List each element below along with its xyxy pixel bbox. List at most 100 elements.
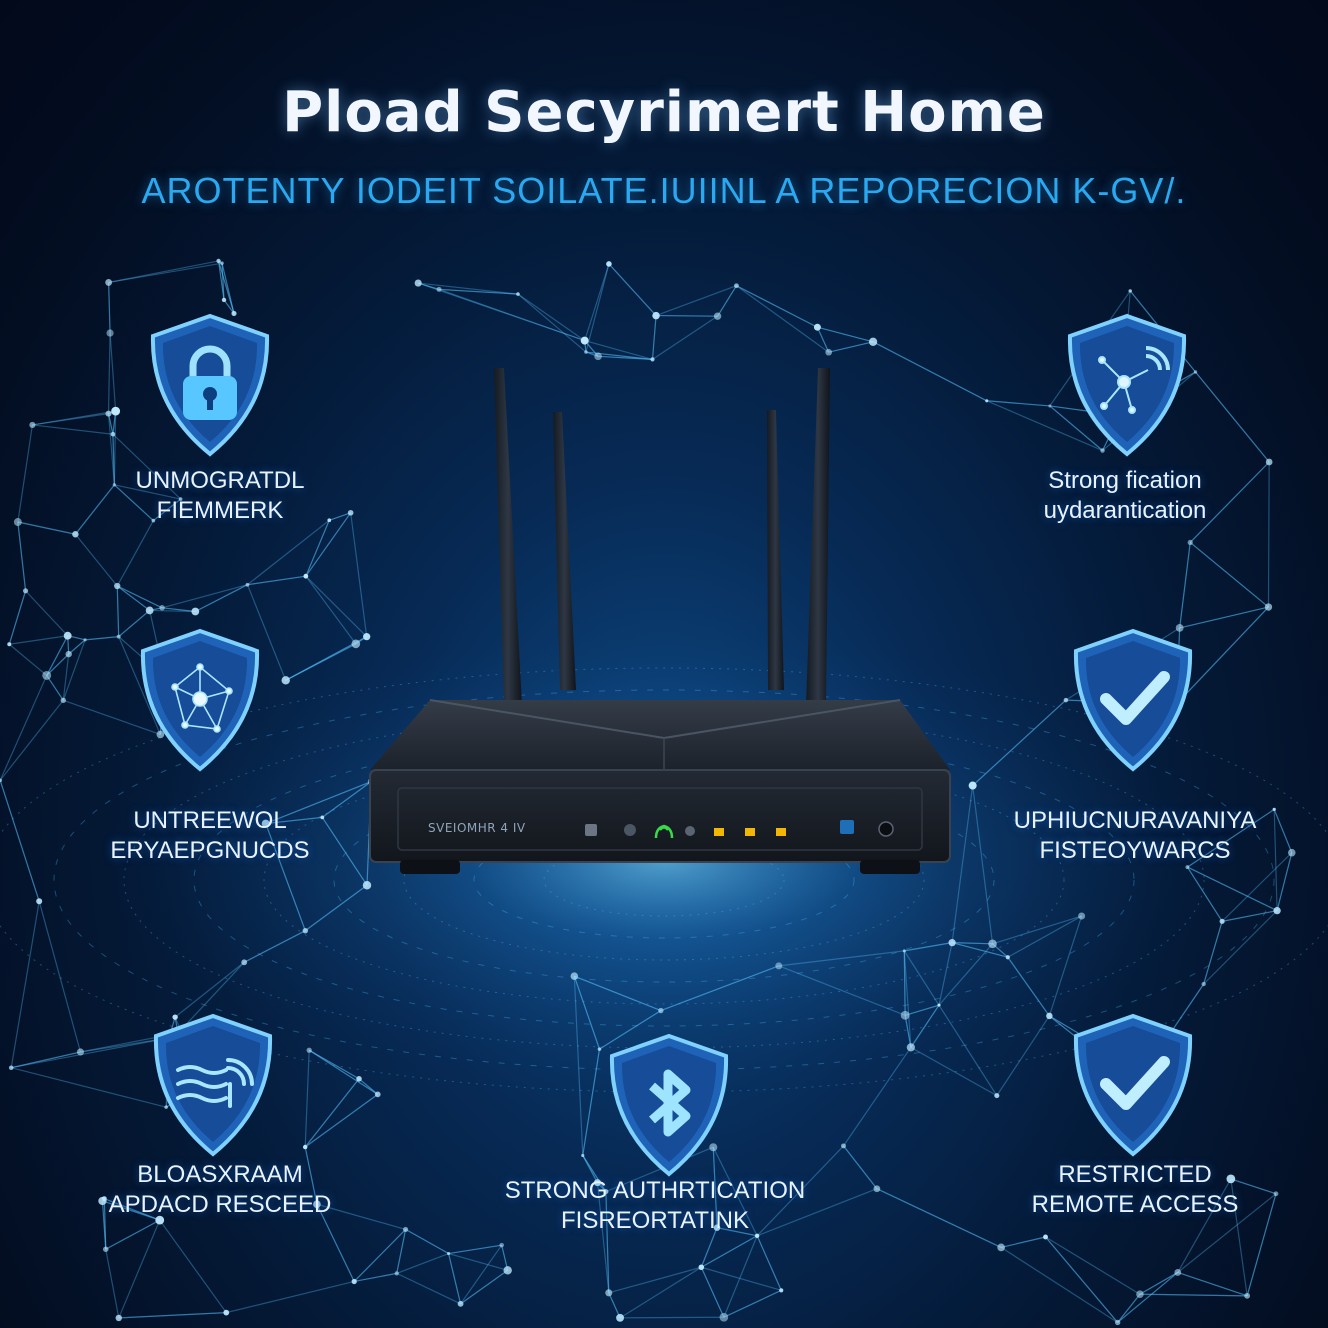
network-link	[904, 1004, 940, 1016]
network-link	[1189, 541, 1269, 608]
network-link	[992, 915, 1082, 945]
network-link	[226, 1280, 355, 1314]
network-node	[868, 337, 878, 346]
network-link	[11, 1051, 81, 1069]
feature-label-updates: UPHIUCNURAVANIYA FISTEOYWARCS	[1013, 807, 1257, 864]
network-link	[118, 636, 161, 735]
network-link	[1045, 1236, 1141, 1295]
network-link	[1139, 1293, 1248, 1297]
network-node	[13, 518, 22, 527]
network-link	[329, 512, 351, 521]
network-node	[606, 261, 612, 267]
network-node	[347, 509, 354, 516]
network-node	[1201, 981, 1206, 987]
network-node	[1185, 865, 1190, 870]
network-link	[736, 285, 818, 328]
network-node	[1272, 807, 1276, 812]
network-link	[32, 424, 114, 435]
network-link	[584, 340, 653, 360]
network-link	[582, 1155, 599, 1183]
network-link	[816, 326, 830, 353]
network-link	[700, 1266, 725, 1318]
network-link	[1222, 910, 1278, 922]
network-node	[23, 588, 29, 594]
network-link	[17, 424, 33, 523]
network-node	[775, 962, 783, 970]
network-link	[448, 1244, 502, 1255]
network-link	[321, 781, 372, 818]
router-top	[370, 700, 950, 770]
network-node	[1063, 697, 1069, 703]
network-link	[113, 484, 154, 522]
network-link	[396, 1272, 461, 1305]
router	[369, 368, 951, 874]
antenna-right-outer	[806, 368, 830, 705]
network-node	[241, 959, 248, 966]
feature-label-strong-auth: STRONG AUTHRTICATION FISREORTATINK	[504, 1177, 806, 1234]
network-link	[996, 1015, 1050, 1096]
network-node	[1046, 1012, 1053, 1020]
network-link	[0, 675, 48, 781]
network-node	[997, 1243, 1005, 1252]
network-link	[405, 1228, 449, 1255]
network-link	[118, 609, 151, 638]
network-link	[305, 512, 352, 577]
network-link	[1187, 808, 1275, 868]
network-link	[447, 1253, 462, 1304]
network-link	[460, 1269, 509, 1305]
network-link	[828, 341, 874, 353]
network-link	[448, 1252, 508, 1271]
network-node	[988, 939, 997, 949]
network-link	[1186, 866, 1223, 922]
network-link	[221, 263, 235, 314]
network-node	[902, 949, 906, 953]
network-link	[74, 533, 118, 587]
network-link	[716, 1227, 758, 1237]
network-link	[620, 1316, 724, 1319]
network-link	[107, 413, 114, 435]
network-link	[605, 1191, 610, 1293]
network-link	[938, 1004, 998, 1096]
network-link	[701, 1235, 758, 1268]
network-link	[243, 930, 306, 963]
network-node	[191, 607, 200, 616]
network-link	[1203, 921, 1223, 985]
network-node	[594, 352, 602, 361]
network-link	[608, 263, 657, 316]
network-link	[1177, 1271, 1248, 1297]
network-link	[104, 1198, 160, 1221]
network-link	[1230, 1178, 1277, 1195]
network-link	[951, 942, 1008, 958]
power-button[interactable]	[878, 821, 894, 837]
network-link	[717, 285, 737, 317]
network-node	[603, 1189, 609, 1195]
network-link	[660, 965, 780, 1012]
network-link	[265, 780, 372, 825]
network-node	[155, 1215, 165, 1225]
network-link	[108, 260, 219, 284]
network-link	[582, 1155, 607, 1192]
network-link	[113, 484, 154, 522]
network-link	[1171, 983, 1205, 1032]
network-link	[904, 942, 953, 952]
network-link	[108, 282, 111, 334]
network-link	[700, 1227, 718, 1268]
network-link	[9, 635, 68, 645]
network-node	[178, 497, 183, 501]
network-link	[1177, 1178, 1232, 1273]
network-link	[159, 1219, 227, 1313]
network-node	[36, 898, 43, 905]
network-node	[223, 1309, 230, 1316]
network-link	[105, 1219, 161, 1250]
network-link	[582, 1049, 601, 1156]
network-link	[316, 1203, 406, 1230]
network-node	[597, 1047, 602, 1051]
network-link	[308, 1049, 379, 1095]
network-link	[447, 1253, 462, 1304]
network-link	[952, 942, 993, 945]
network-node	[580, 336, 589, 345]
network-link	[700, 1266, 725, 1318]
network-link	[112, 434, 115, 485]
network-link	[305, 520, 330, 577]
network-node	[29, 421, 36, 429]
